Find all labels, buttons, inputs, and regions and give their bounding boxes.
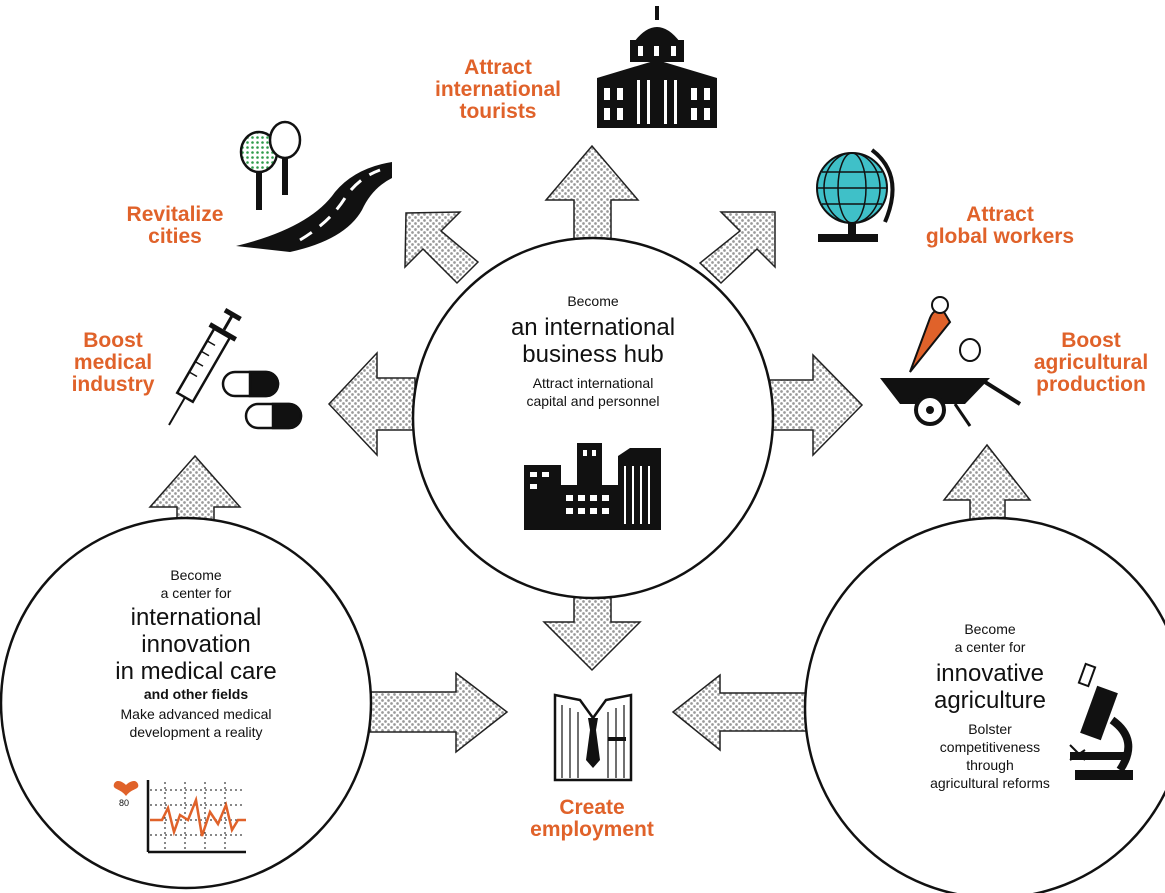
hub-sub: and other fields bbox=[143, 686, 249, 702]
label-medical-industry: Boost medical industry bbox=[48, 330, 178, 396]
hub-desc-line: Bolster bbox=[968, 721, 1012, 737]
label-line: cities bbox=[148, 225, 202, 248]
hub-desc-line: agricultural reforms bbox=[930, 775, 1050, 791]
arrow-to-revitalize bbox=[404, 211, 480, 285]
hub-desc-line: competitiveness bbox=[939, 739, 1041, 755]
label-line: agricultural bbox=[1033, 351, 1149, 374]
label-global-workers: Attract global workers bbox=[910, 204, 1090, 248]
arrow-to-global-workers bbox=[698, 211, 776, 285]
hub-desc-line: development a reality bbox=[129, 724, 263, 740]
label-line: global workers bbox=[925, 225, 1075, 248]
label-revitalize: Revitalize cities bbox=[100, 204, 250, 248]
label-line: industry bbox=[71, 373, 155, 396]
medical-hub-circle bbox=[0, 516, 373, 890]
arrow-to-agri-production bbox=[769, 353, 864, 457]
agri-hub-circle bbox=[803, 516, 1165, 893]
hub-desc-line: through bbox=[966, 757, 1014, 773]
label-line: Create bbox=[559, 796, 625, 819]
heart-monitor-icon bbox=[113, 780, 246, 854]
hub-title-line: an international bbox=[510, 314, 676, 341]
hub-title-line: business hub bbox=[522, 341, 664, 368]
label-tourists: Attract international tourists bbox=[418, 57, 578, 123]
label-line: production bbox=[1036, 373, 1146, 396]
label-line: Boost bbox=[1061, 329, 1121, 352]
hub-title-line: agriculture bbox=[933, 687, 1047, 714]
monitor-value: 80 bbox=[119, 798, 130, 808]
medical-hub-text: Become a center for international innova… bbox=[76, 566, 316, 741]
label-line: employment bbox=[530, 818, 654, 841]
arrow-medical-to-employment bbox=[369, 671, 509, 754]
hub-pre: a center for bbox=[954, 639, 1026, 655]
label-line: Attract bbox=[966, 203, 1034, 226]
label-line: Attract bbox=[464, 56, 532, 79]
hub-pre: Become bbox=[567, 293, 619, 309]
hub-pre: Become bbox=[170, 567, 222, 583]
hub-desc-line: capital and personnel bbox=[526, 393, 660, 409]
road-trees-icon bbox=[236, 120, 392, 252]
label-line: Revitalize bbox=[126, 203, 224, 226]
wheelbarrow-vegetables-icon bbox=[880, 296, 1022, 427]
suit-icon bbox=[553, 693, 633, 782]
syringe-pills-icon bbox=[168, 307, 303, 430]
hub-title-line: in medical care bbox=[115, 658, 277, 685]
hub-pre: Become bbox=[964, 621, 1016, 637]
hub-title-line: international bbox=[130, 604, 262, 631]
agri-hub-text: Become a center for innovative agricultu… bbox=[890, 620, 1090, 792]
hub-desc-line: Attract international bbox=[532, 375, 654, 391]
label-employment: Create employment bbox=[512, 797, 672, 841]
arrow-agri-to-employment bbox=[671, 673, 809, 752]
business-hub-circle bbox=[411, 236, 775, 600]
hub-title-line: innovative bbox=[935, 660, 1045, 687]
label-line: medical bbox=[73, 351, 153, 374]
capitol-building-icon bbox=[597, 6, 717, 128]
label-line: tourists bbox=[459, 100, 537, 123]
label-line: international bbox=[434, 78, 561, 101]
hub-pre: a center for bbox=[160, 585, 232, 601]
hub-title-line: innovation bbox=[141, 631, 251, 658]
arrow-to-medical-industry bbox=[327, 351, 416, 457]
hub-desc-line: Make advanced medical bbox=[120, 706, 272, 722]
label-line: Boost bbox=[83, 329, 143, 352]
globe-icon bbox=[816, 148, 895, 242]
city-buildings-icon bbox=[524, 443, 661, 530]
label-agri-production: Boost agricultural production bbox=[1018, 330, 1164, 396]
business-hub-text: Become an international business hub Att… bbox=[470, 292, 716, 410]
microscope-icon bbox=[1069, 662, 1133, 780]
